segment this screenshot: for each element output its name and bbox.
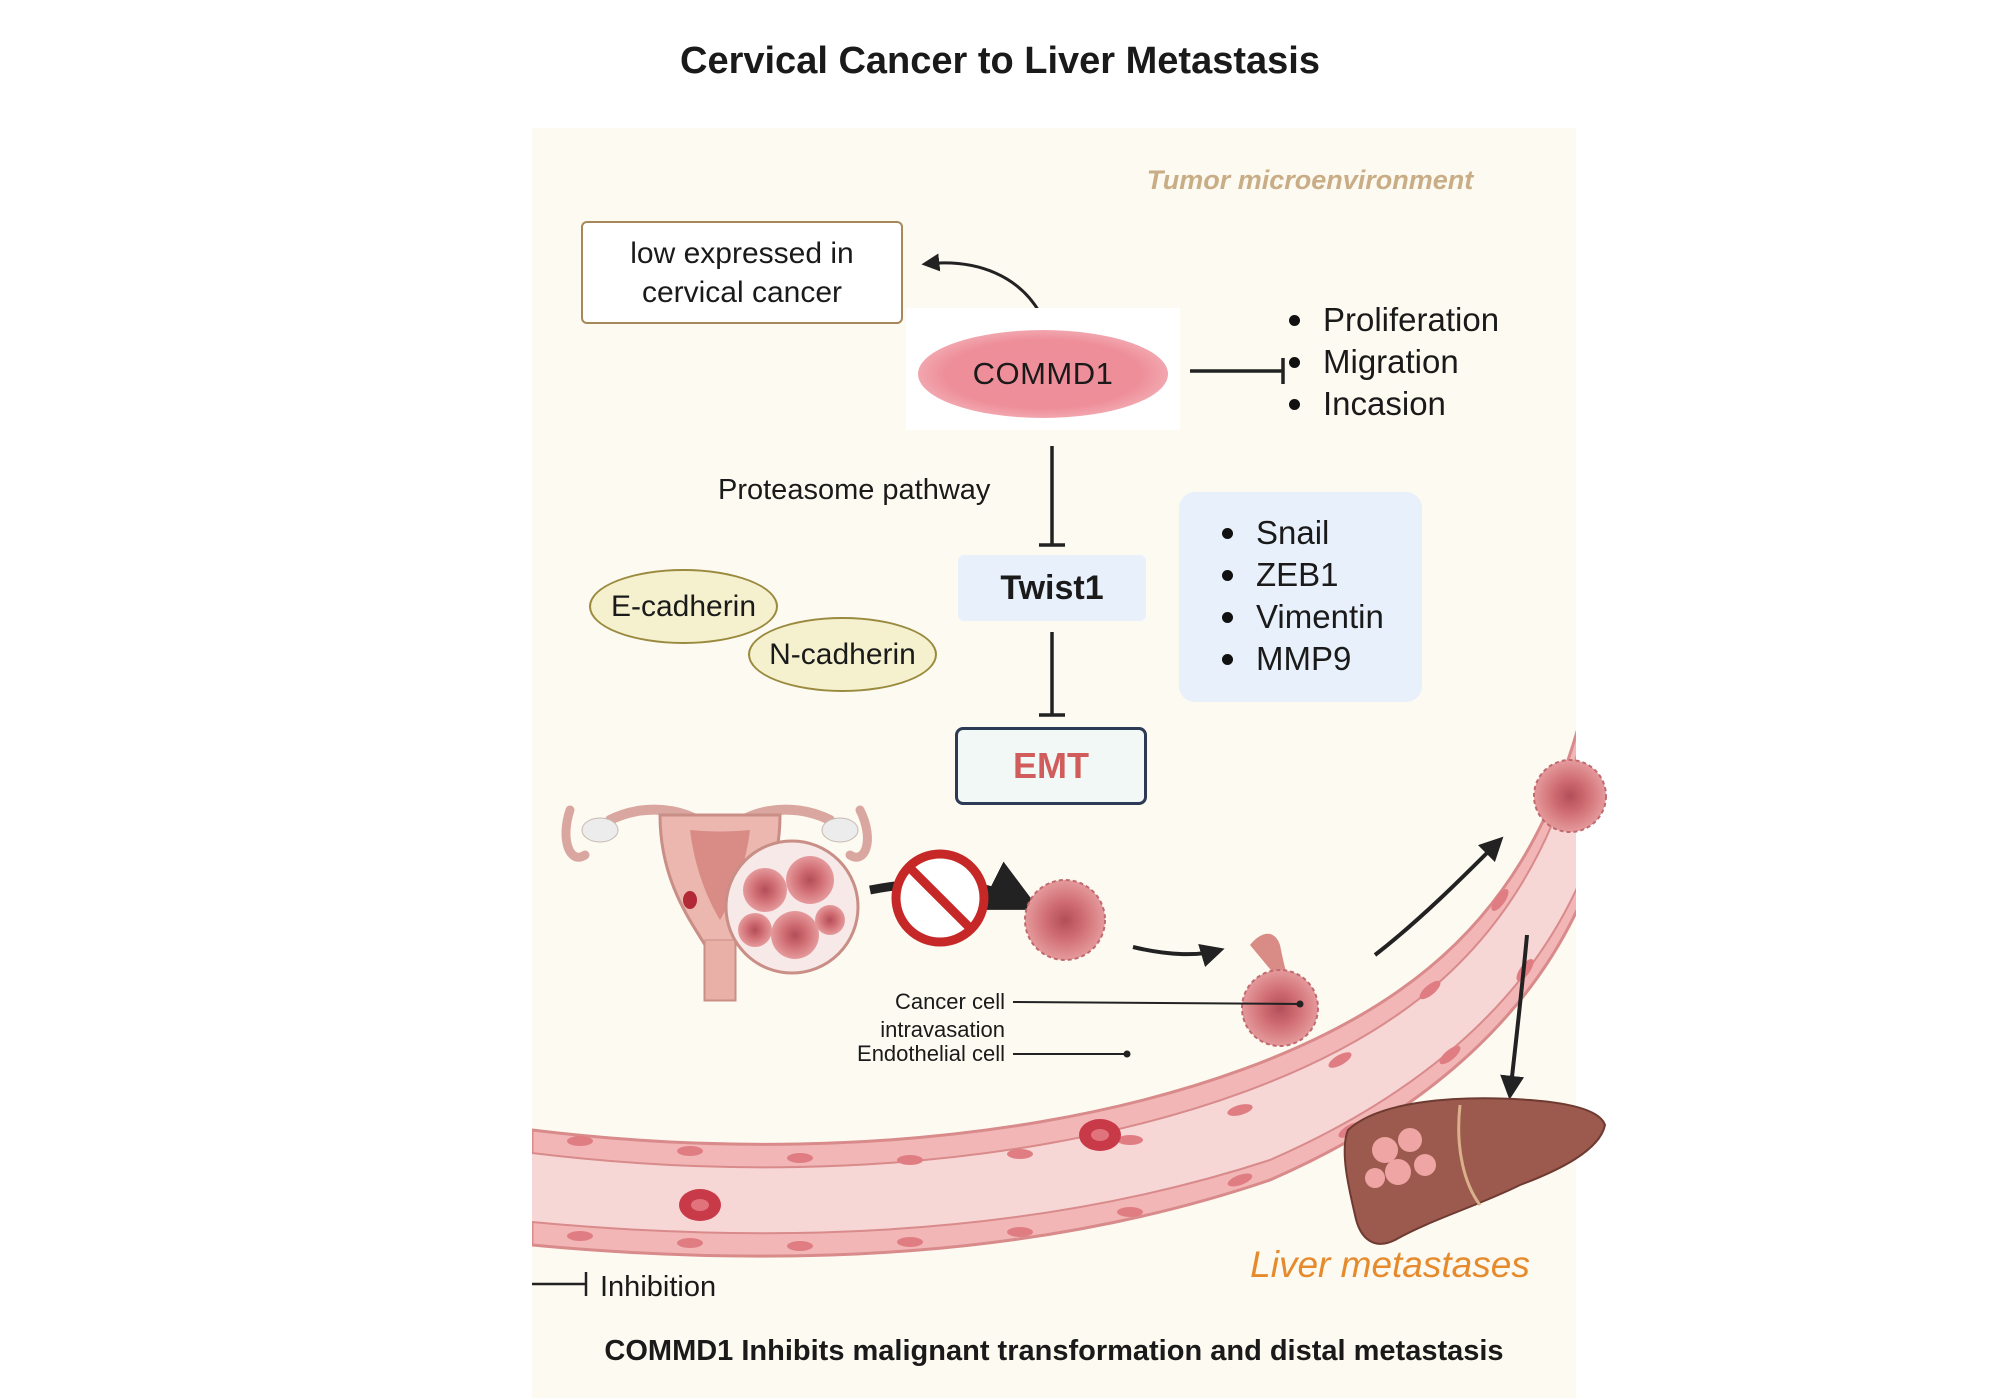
- emt-markers-list: Snail ZEB1 Vimentin MMP9: [1218, 512, 1384, 680]
- blood-vessel-icon: [532, 729, 1576, 1258]
- gene-node: COMMD1: [918, 330, 1168, 418]
- organ-label: Liver metastases: [1250, 1244, 1530, 1285]
- figure-caption: COMMD1 Inhibits malignant transformation…: [604, 1335, 1504, 1367]
- e-cadherin-node: E-cadherin: [589, 569, 778, 644]
- pathway-label: Proteasome pathway: [718, 474, 991, 506]
- outcome-node: EMT: [955, 727, 1147, 805]
- n-cadherin-label: N-cadherin: [769, 637, 916, 671]
- red-blood-cell-icon: [679, 1119, 1121, 1221]
- inhibited-processes-list: Proliferation Migration Incasion: [1285, 299, 1499, 425]
- liver-icon: [1343, 1097, 1607, 1245]
- bullet-icon: [1222, 570, 1233, 581]
- target-label: Twist1: [1000, 568, 1104, 607]
- emt-markers-box: [1179, 492, 1422, 702]
- intravasation-label: Cancer cell intravasation: [880, 989, 1005, 1042]
- target-node: Twist1: [958, 555, 1146, 621]
- bullet-icon: [1289, 357, 1300, 368]
- bullet-icon: [1222, 612, 1233, 623]
- list-item: Vimentin: [1218, 596, 1384, 638]
- cancer-cell-icon: [1024, 759, 1607, 1047]
- n-cadherin-node: N-cadherin: [748, 617, 937, 692]
- legend-inhibition-label: Inhibition: [600, 1271, 717, 1303]
- bullet-icon: [1289, 315, 1300, 326]
- list-item: Migration: [1285, 341, 1499, 383]
- region-label: Tumor microenvironment: [1146, 165, 1474, 195]
- prohibition-icon: [891, 849, 989, 947]
- bullet-icon: [1222, 654, 1233, 665]
- list-item: Incasion: [1285, 383, 1499, 425]
- list-item: Snail: [1218, 512, 1384, 554]
- bullet-icon: [1222, 528, 1233, 539]
- expression-note-box: low expressed in cervical cancer: [581, 221, 903, 324]
- gene-label: COMMD1: [972, 356, 1114, 391]
- endothelial-label: Endothelial cell: [857, 1041, 1005, 1066]
- e-cadherin-label: E-cadherin: [610, 589, 757, 623]
- tumor-magnifier-icon: [724, 839, 860, 975]
- bullet-icon: [1289, 399, 1300, 410]
- list-item: MMP9: [1218, 638, 1384, 680]
- outcome-label: EMT: [1013, 745, 1089, 786]
- list-item: Proliferation: [1285, 299, 1499, 341]
- list-item: ZEB1: [1218, 554, 1384, 596]
- figure-title: Cervical Cancer to Liver Metastasis: [680, 40, 1320, 82]
